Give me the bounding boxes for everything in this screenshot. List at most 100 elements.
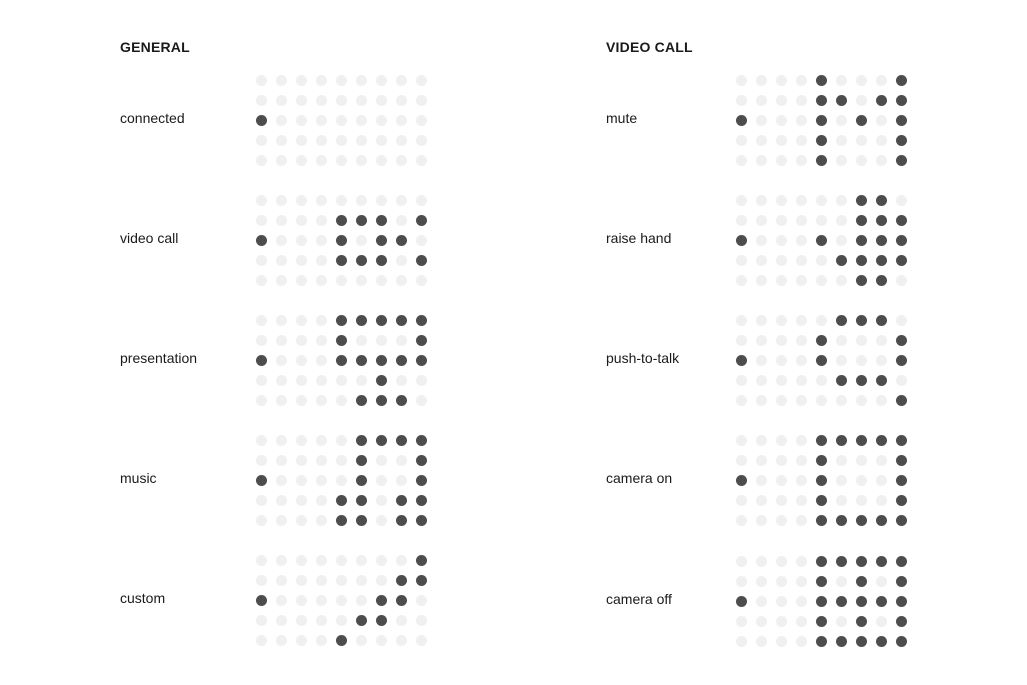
- led-dot-off: [296, 215, 307, 226]
- led-dot-off: [256, 515, 267, 526]
- led-dot-off: [296, 355, 307, 366]
- led-dot-off: [876, 616, 887, 627]
- led-dot-off: [336, 595, 347, 606]
- led-dot-off: [256, 275, 267, 286]
- led-dot-on: [856, 275, 867, 286]
- led-dot-off: [816, 315, 827, 326]
- led-dot-off: [396, 275, 407, 286]
- led-dot-off: [736, 495, 747, 506]
- led-dot-off: [736, 215, 747, 226]
- led-dot-off: [756, 115, 767, 126]
- led-dot-on: [356, 435, 367, 446]
- led-dot-on: [816, 616, 827, 627]
- led-dot-off: [836, 455, 847, 466]
- led-dot-off: [316, 375, 327, 386]
- led-dot-off: [376, 135, 387, 146]
- led-dot-on: [396, 395, 407, 406]
- led-dot-on: [816, 235, 827, 246]
- led-dot-off: [756, 616, 767, 627]
- led-dot-off: [316, 215, 327, 226]
- led-dot-off: [356, 575, 367, 586]
- led-dot-on: [896, 135, 907, 146]
- led-dot-off: [336, 75, 347, 86]
- led-dot-on: [816, 596, 827, 607]
- led-dot-off: [856, 335, 867, 346]
- led-dot-on: [816, 435, 827, 446]
- led-dot-on: [856, 195, 867, 206]
- led-dot-off: [736, 515, 747, 526]
- led-dot-off: [256, 575, 267, 586]
- led-dot-on: [816, 636, 827, 647]
- led-dot-off: [316, 275, 327, 286]
- led-dot-off: [756, 375, 767, 386]
- led-dot-off: [376, 195, 387, 206]
- led-dot-on: [356, 395, 367, 406]
- led-dot-off: [776, 355, 787, 366]
- led-dot-on: [416, 515, 427, 526]
- led-matrix-video-call: [256, 195, 436, 295]
- led-dot-off: [776, 455, 787, 466]
- led-dot-on: [876, 375, 887, 386]
- led-dot-on: [856, 315, 867, 326]
- led-dot-on: [896, 115, 907, 126]
- led-dot-off: [796, 636, 807, 647]
- led-dot-off: [896, 315, 907, 326]
- led-dot-off: [736, 135, 747, 146]
- led-dot-off: [796, 75, 807, 86]
- led-dot-on: [256, 355, 267, 366]
- led-dot-off: [256, 195, 267, 206]
- led-dot-off: [876, 115, 887, 126]
- led-dot-off: [396, 195, 407, 206]
- led-dot-on: [896, 235, 907, 246]
- led-dot-on: [856, 235, 867, 246]
- led-dot-off: [296, 115, 307, 126]
- led-dot-on: [836, 596, 847, 607]
- led-dot-on: [876, 596, 887, 607]
- led-dot-off: [256, 95, 267, 106]
- led-dot-off: [276, 155, 287, 166]
- led-dot-off: [776, 195, 787, 206]
- led-dot-off: [776, 495, 787, 506]
- led-dot-off: [336, 195, 347, 206]
- led-dot-on: [736, 235, 747, 246]
- led-dot-on: [256, 595, 267, 606]
- led-dot-off: [296, 335, 307, 346]
- led-dot-off: [296, 555, 307, 566]
- pattern-label-camera-on: camera on: [606, 470, 673, 486]
- led-dot-off: [356, 135, 367, 146]
- led-dot-on: [896, 636, 907, 647]
- led-dot-on: [896, 95, 907, 106]
- led-dot-on: [896, 355, 907, 366]
- led-dot-on: [376, 375, 387, 386]
- led-dot-off: [776, 95, 787, 106]
- led-dot-off: [256, 155, 267, 166]
- led-dot-off: [796, 215, 807, 226]
- led-dot-on: [836, 375, 847, 386]
- led-dot-off: [836, 355, 847, 366]
- led-dot-on: [816, 455, 827, 466]
- led-dot-off: [256, 435, 267, 446]
- led-dot-off: [276, 135, 287, 146]
- led-dot-off: [356, 555, 367, 566]
- pattern-label-music: music: [120, 470, 157, 486]
- led-dot-off: [856, 95, 867, 106]
- led-dot-on: [736, 475, 747, 486]
- led-dot-off: [316, 555, 327, 566]
- led-dot-off: [256, 215, 267, 226]
- led-dot-off: [756, 255, 767, 266]
- led-dot-on: [336, 355, 347, 366]
- led-dot-off: [776, 255, 787, 266]
- led-dot-off: [736, 155, 747, 166]
- led-dot-off: [896, 275, 907, 286]
- led-dot-off: [336, 95, 347, 106]
- led-dot-on: [856, 215, 867, 226]
- led-dot-off: [836, 235, 847, 246]
- led-dot-off: [756, 135, 767, 146]
- led-dot-on: [256, 115, 267, 126]
- pattern-label-connected: connected: [120, 110, 185, 126]
- led-dot-off: [376, 75, 387, 86]
- led-dot-off: [836, 475, 847, 486]
- led-dot-off: [856, 495, 867, 506]
- led-dot-off: [256, 255, 267, 266]
- led-dot-off: [776, 135, 787, 146]
